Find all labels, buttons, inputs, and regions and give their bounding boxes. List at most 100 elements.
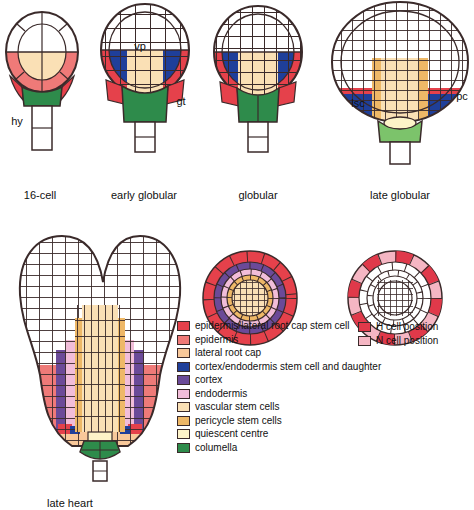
legend-text: epidermis — [195, 335, 238, 345]
cell-walls — [377, 280, 413, 316]
cell-wall — [93, 471, 107, 472]
legend-swatch — [177, 375, 190, 385]
quiescent-centre — [88, 432, 112, 441]
cell-walls — [330, 2, 470, 124]
part-label: lsc — [351, 98, 364, 109]
suspensor — [32, 106, 52, 150]
legend-item: quiescent centre — [177, 428, 268, 440]
legend-text: vascular stem cells — [195, 402, 279, 412]
cell-walls — [230, 278, 270, 318]
flank-cell — [220, 82, 239, 106]
embryo-outline — [332, 2, 468, 122]
embryo-early-globular — [100, 4, 190, 152]
legend-item: N cell position — [358, 335, 438, 347]
embryo-outline — [20, 236, 180, 446]
legend-text: cortex/endodermis stem cell and daughter — [195, 362, 381, 372]
cell-wall — [59, 24, 67, 31]
legend-text: lateral root cap — [195, 348, 261, 358]
part-label: globular — [238, 190, 277, 201]
quiescent-centre — [384, 117, 416, 129]
hypophysis — [237, 88, 279, 122]
legend-text: N cell position — [376, 336, 438, 346]
legend-item: pericycle stem cells — [177, 415, 282, 427]
legend-item: epidermis/lateral root cap stem cell — [177, 320, 350, 332]
pericycle-ring — [227, 275, 273, 321]
endodermis-ring — [221, 269, 279, 327]
cell-wall — [373, 276, 417, 320]
embryo-late-globular — [330, 2, 470, 164]
part-label: vp — [134, 41, 146, 52]
cell-wall — [257, 96, 258, 122]
legend-swatch — [177, 335, 190, 345]
legend-item: vascular stem cells — [177, 401, 279, 413]
cell-wall — [6, 51, 78, 53]
legend-text: cortex — [195, 375, 222, 385]
suspensor — [93, 461, 107, 481]
legend-swatch — [177, 416, 190, 426]
columella — [80, 441, 120, 459]
cell-wall — [100, 441, 101, 459]
embryo-outline — [101, 4, 189, 96]
cell-walls — [230, 278, 271, 319]
cell-wall — [248, 136, 268, 137]
legend-swatch — [177, 389, 190, 399]
part-label: late globular — [370, 190, 430, 201]
part-label: late heart — [47, 498, 93, 509]
part-label: 16-cell — [24, 190, 56, 201]
cell-wall — [32, 127, 52, 128]
legend-item: columella — [177, 442, 237, 454]
legend-text: H cell position — [376, 322, 438, 332]
suspensor — [248, 122, 268, 152]
flank-cell — [277, 82, 296, 106]
legend-item: endodermis — [177, 388, 247, 400]
hypophysis — [122, 86, 168, 122]
legend-item: H cell position — [358, 321, 438, 333]
cell-wall — [367, 270, 423, 326]
embryo-16-cell — [4, 10, 84, 150]
suspensor — [390, 142, 410, 164]
part-label: hy — [11, 116, 23, 127]
legend-text: epidermis/lateral root cap stem cell — [195, 321, 350, 331]
legend-text: columella — [195, 443, 237, 453]
legend-item: epidermis — [177, 334, 238, 346]
embryo-outline — [6, 12, 78, 92]
legend-swatch — [358, 336, 371, 346]
cell-walls — [224, 272, 276, 324]
cell-walls — [370, 273, 420, 323]
cell-wall — [135, 136, 155, 137]
hypophysis — [22, 87, 62, 106]
legend-swatch — [177, 402, 190, 412]
cell-fill — [330, 2, 470, 128]
legend-item: cortex/endodermis stem cell and daughter — [177, 361, 381, 373]
cell-walls — [363, 266, 427, 330]
embryo-globular — [213, 6, 303, 152]
legend-text: quiescent centre — [195, 429, 268, 439]
flank-cell — [10, 76, 23, 100]
embryo-late-heart — [0, 228, 200, 481]
legend-swatch — [177, 321, 190, 331]
cell-walls — [75, 305, 125, 432]
root-cross-section-hn — [348, 251, 442, 345]
legend-swatch — [177, 362, 190, 372]
legend-item: lateral root cap — [177, 347, 261, 359]
part-label: early globular — [111, 190, 177, 201]
legend-swatch — [177, 429, 190, 439]
cell-walls — [0, 228, 200, 468]
legend-swatch — [177, 348, 190, 358]
legend-text: endodermis — [195, 389, 247, 399]
suspensor — [135, 122, 155, 152]
legend-text: pericycle stem cells — [195, 416, 282, 426]
cell-wall — [214, 51, 302, 53]
cell-wall — [17, 24, 25, 31]
cell — [0, 228, 200, 468]
cell — [330, 2, 470, 124]
flank-cell — [61, 76, 74, 100]
part-label: pc — [456, 91, 468, 102]
part-label: gt — [176, 96, 185, 107]
n-cell-ring — [348, 251, 442, 345]
cell-wall — [341, 11, 459, 113]
legend-swatch — [358, 322, 371, 332]
cell-wall — [378, 281, 412, 315]
legend-item: cortex — [177, 374, 222, 386]
